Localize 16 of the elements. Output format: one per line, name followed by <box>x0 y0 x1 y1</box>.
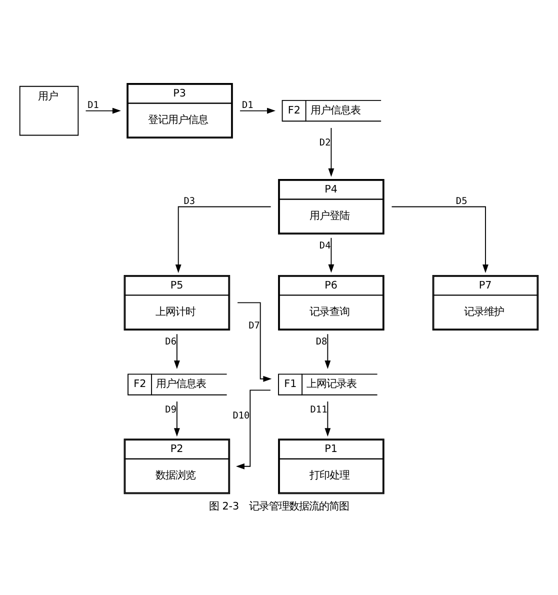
edge-label: D2 <box>319 137 331 148</box>
edge-label: D3 <box>184 195 196 206</box>
node-text: F1 上网记录表 <box>284 378 357 390</box>
edge-label: D11 <box>310 404 328 415</box>
node-text: F2 用户信息表 <box>288 104 361 116</box>
edge-label: D6 <box>165 336 176 348</box>
edge-label: D8 <box>316 336 328 348</box>
edge-label: D4 <box>319 240 331 252</box>
edge-label: D9 <box>165 404 176 415</box>
edge-label: D1 <box>242 99 254 110</box>
caption: 图 2-3 记录管理数据流的简图 <box>208 500 350 512</box>
edge-label: D7 <box>248 320 260 331</box>
edge-label: D10 <box>232 410 250 421</box>
edge-label: D5 <box>456 195 468 206</box>
node-text: F2 用户信息表 <box>134 378 206 390</box>
edge-label: D1 <box>88 99 99 110</box>
